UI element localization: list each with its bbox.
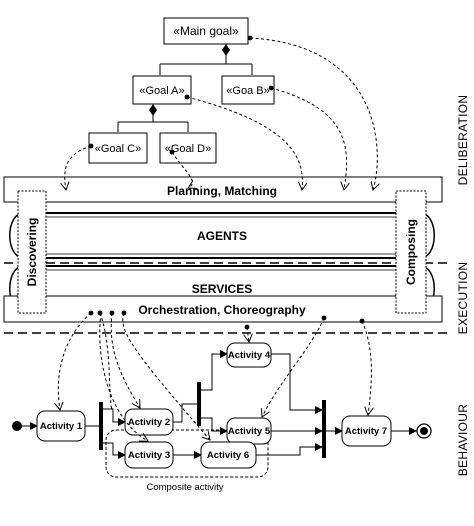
goal-d-label: «Goal D» [165,143,211,155]
composite-activity-box [105,429,269,478]
control-flows [22,350,417,459]
composite-activity-caption: Composite activity [146,482,223,493]
activity-1: Activity 1 [36,410,86,442]
agents-pipe [22,213,422,258]
goal-d: «Goal D» [159,132,217,164]
goal-tree [117,55,253,132]
activity-4: Activity 4 [226,342,272,368]
goal-main-label: «Main goal» [173,24,239,38]
planning-label: Planning, Matching [167,184,277,198]
activity-6: Activity 6 [200,441,257,469]
final-node [416,423,432,439]
composing-label: Composing [404,219,418,285]
activity-7: Activity 7 [341,415,392,447]
activity-5-label: Activity 5 [228,426,271,437]
orchestration-mapping-arrows [58,312,371,441]
goal-c: «Goal C» [88,132,148,164]
goal-c-label: «Goal C» [95,143,141,155]
fork-bar [99,402,103,450]
join-bar [322,400,326,458]
goal-a: «Goal A» [132,75,192,105]
aggregation-diamond [149,104,157,116]
activity-2-label: Activity 2 [128,417,170,428]
orchestration-band [3,295,443,323]
goal-main: «Main goal» [163,17,249,45]
activity-3: Activity 3 [124,441,174,469]
goal-b-label: «Goa B» [226,85,269,97]
discovering-label: Discovering [25,218,39,287]
goal-mapping-dots [88,35,274,155]
activity-6-label: Activity 6 [207,450,249,461]
orchestration-mapping-dots [88,310,365,330]
goal-a-label: «Goal A» [139,85,184,97]
initial-node [12,421,22,431]
aggregation-diamond [222,44,230,56]
zone-label-behaviour: BEHAVIOUR [456,404,470,477]
activity-1-label: Activity 1 [40,421,83,432]
planning-band [3,176,443,203]
orchestration-label: Orchestration, Choreography [138,303,306,317]
activity-3-label: Activity 3 [128,450,170,461]
activity-5: Activity 5 [226,417,272,445]
zone-label-deliberation: DELIBERATION [456,95,470,186]
goal-b: «Goa B» [221,75,275,105]
composing-bar [395,190,427,314]
activity-4-label: Activity 4 [228,350,271,361]
zone-label-execution: EXECUTION [456,262,470,335]
discovering-bar [17,190,47,314]
services-label: SERVICES [192,282,252,296]
fork-bar [197,382,201,426]
activity-7-label: Activity 7 [345,426,387,437]
goal-mapping-arrows [65,37,378,190]
activity-2: Activity 2 [124,408,174,436]
agents-label: AGENTS [197,229,247,243]
